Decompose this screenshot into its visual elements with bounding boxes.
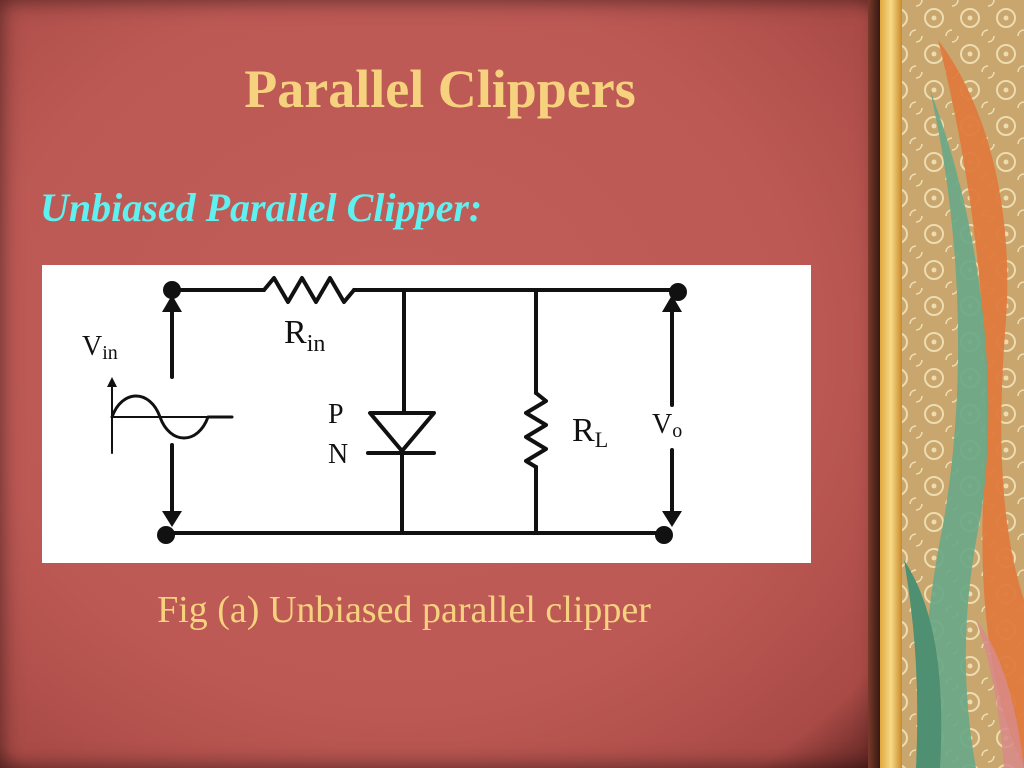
circuit-diagram: Vin Rin P N RL Vo xyxy=(82,276,687,544)
orange-ribbon xyxy=(938,40,1024,768)
decorative-side-panel xyxy=(880,0,1024,768)
input-voltage-label: Vin xyxy=(82,331,118,364)
output-voltage-main: V xyxy=(652,409,672,440)
terminal-input-bottom xyxy=(157,526,175,544)
input-sine-wave xyxy=(110,394,234,440)
slide: Parallel Clippers Unbiased Parallel Clip… xyxy=(0,0,880,768)
green-leaf-shape xyxy=(922,90,989,768)
terminal-input-top xyxy=(163,281,181,299)
series-resistor-label: Rin xyxy=(284,314,325,357)
output-voltage-label: Vo xyxy=(652,409,682,442)
input-voltage-sub: in xyxy=(102,342,118,364)
input-voltage-main: V xyxy=(82,331,102,362)
slide-title: Parallel Clippers xyxy=(244,59,636,119)
output-arrow-down-head xyxy=(662,511,682,527)
series-resistor-zigzag xyxy=(262,276,356,304)
circuit-figure: Vin Rin P N RL Vo xyxy=(42,265,811,563)
series-resistor-main: R xyxy=(284,314,307,351)
input-arrow-up-head xyxy=(162,295,182,312)
gold-band xyxy=(880,0,902,768)
output-arrow-up-head xyxy=(662,295,682,312)
diode-n-label: N xyxy=(328,439,348,470)
slide-edge-shadow xyxy=(868,0,882,768)
diode-p-label: P xyxy=(328,399,344,430)
terminal-output-bottom xyxy=(655,526,673,544)
load-resistor-main: R xyxy=(572,412,595,449)
green-leaf-shape-2 xyxy=(904,560,942,768)
output-voltage-sub: o xyxy=(672,420,682,442)
load-resistor-label: RL xyxy=(572,412,608,452)
terminal-output-top xyxy=(669,283,687,301)
load-resistor-zigzag xyxy=(524,391,548,469)
input-arrow-down-head xyxy=(162,511,182,527)
pink-curve xyxy=(976,620,1024,768)
series-resistor-sub: in xyxy=(307,331,326,357)
figure-caption: Fig (a) Unbiased parallel clipper xyxy=(157,589,651,631)
slide-subtitle: Unbiased Parallel Clipper: xyxy=(40,185,483,230)
diode-triangle xyxy=(368,411,436,453)
load-resistor-sub: L xyxy=(595,427,608,452)
sine-axis-arrow-head xyxy=(107,377,117,387)
